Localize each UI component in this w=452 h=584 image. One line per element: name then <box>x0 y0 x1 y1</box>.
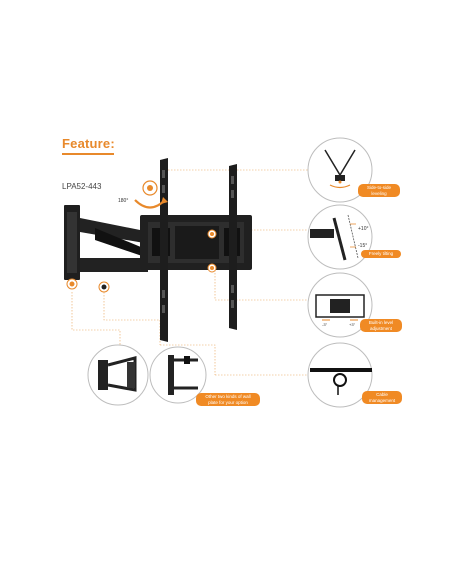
feature-heading: Feature: <box>62 136 115 151</box>
rail-slots <box>162 170 234 313</box>
rotation-degree: 180° <box>118 198 129 204</box>
badge-level-adjustment: Built-in level adjustment <box>360 319 402 332</box>
model-number: LPA52-443 <box>62 182 102 191</box>
level-left-value: -3° <box>322 322 328 327</box>
rotation-marker <box>134 180 168 209</box>
circle-tilting <box>307 204 373 270</box>
wall-plate <box>64 205 80 280</box>
badge-wall-plate-options: Other two kinds of wall plate for your o… <box>196 393 260 406</box>
swing-arms <box>80 218 154 272</box>
tilt-down-value: -15° <box>358 243 368 249</box>
heading-underline <box>62 153 114 155</box>
circle-wall-plate-b <box>149 346 207 404</box>
part-markers <box>66 229 217 293</box>
badge-cable-management: Cable management <box>362 391 402 404</box>
circle-level-adjustment <box>307 272 373 338</box>
level-right-value: +3° <box>349 322 356 327</box>
badge-tilting: Freely tilting <box>361 250 401 258</box>
guide-lines <box>71 169 308 376</box>
circle-cable-management <box>307 342 373 408</box>
tilt-up-value: +10° <box>358 226 369 232</box>
badge-side-to-side: Side-to-side leveling <box>358 184 400 197</box>
circle-side-to-side <box>307 137 373 203</box>
circle-wall-plate-a <box>87 344 149 406</box>
